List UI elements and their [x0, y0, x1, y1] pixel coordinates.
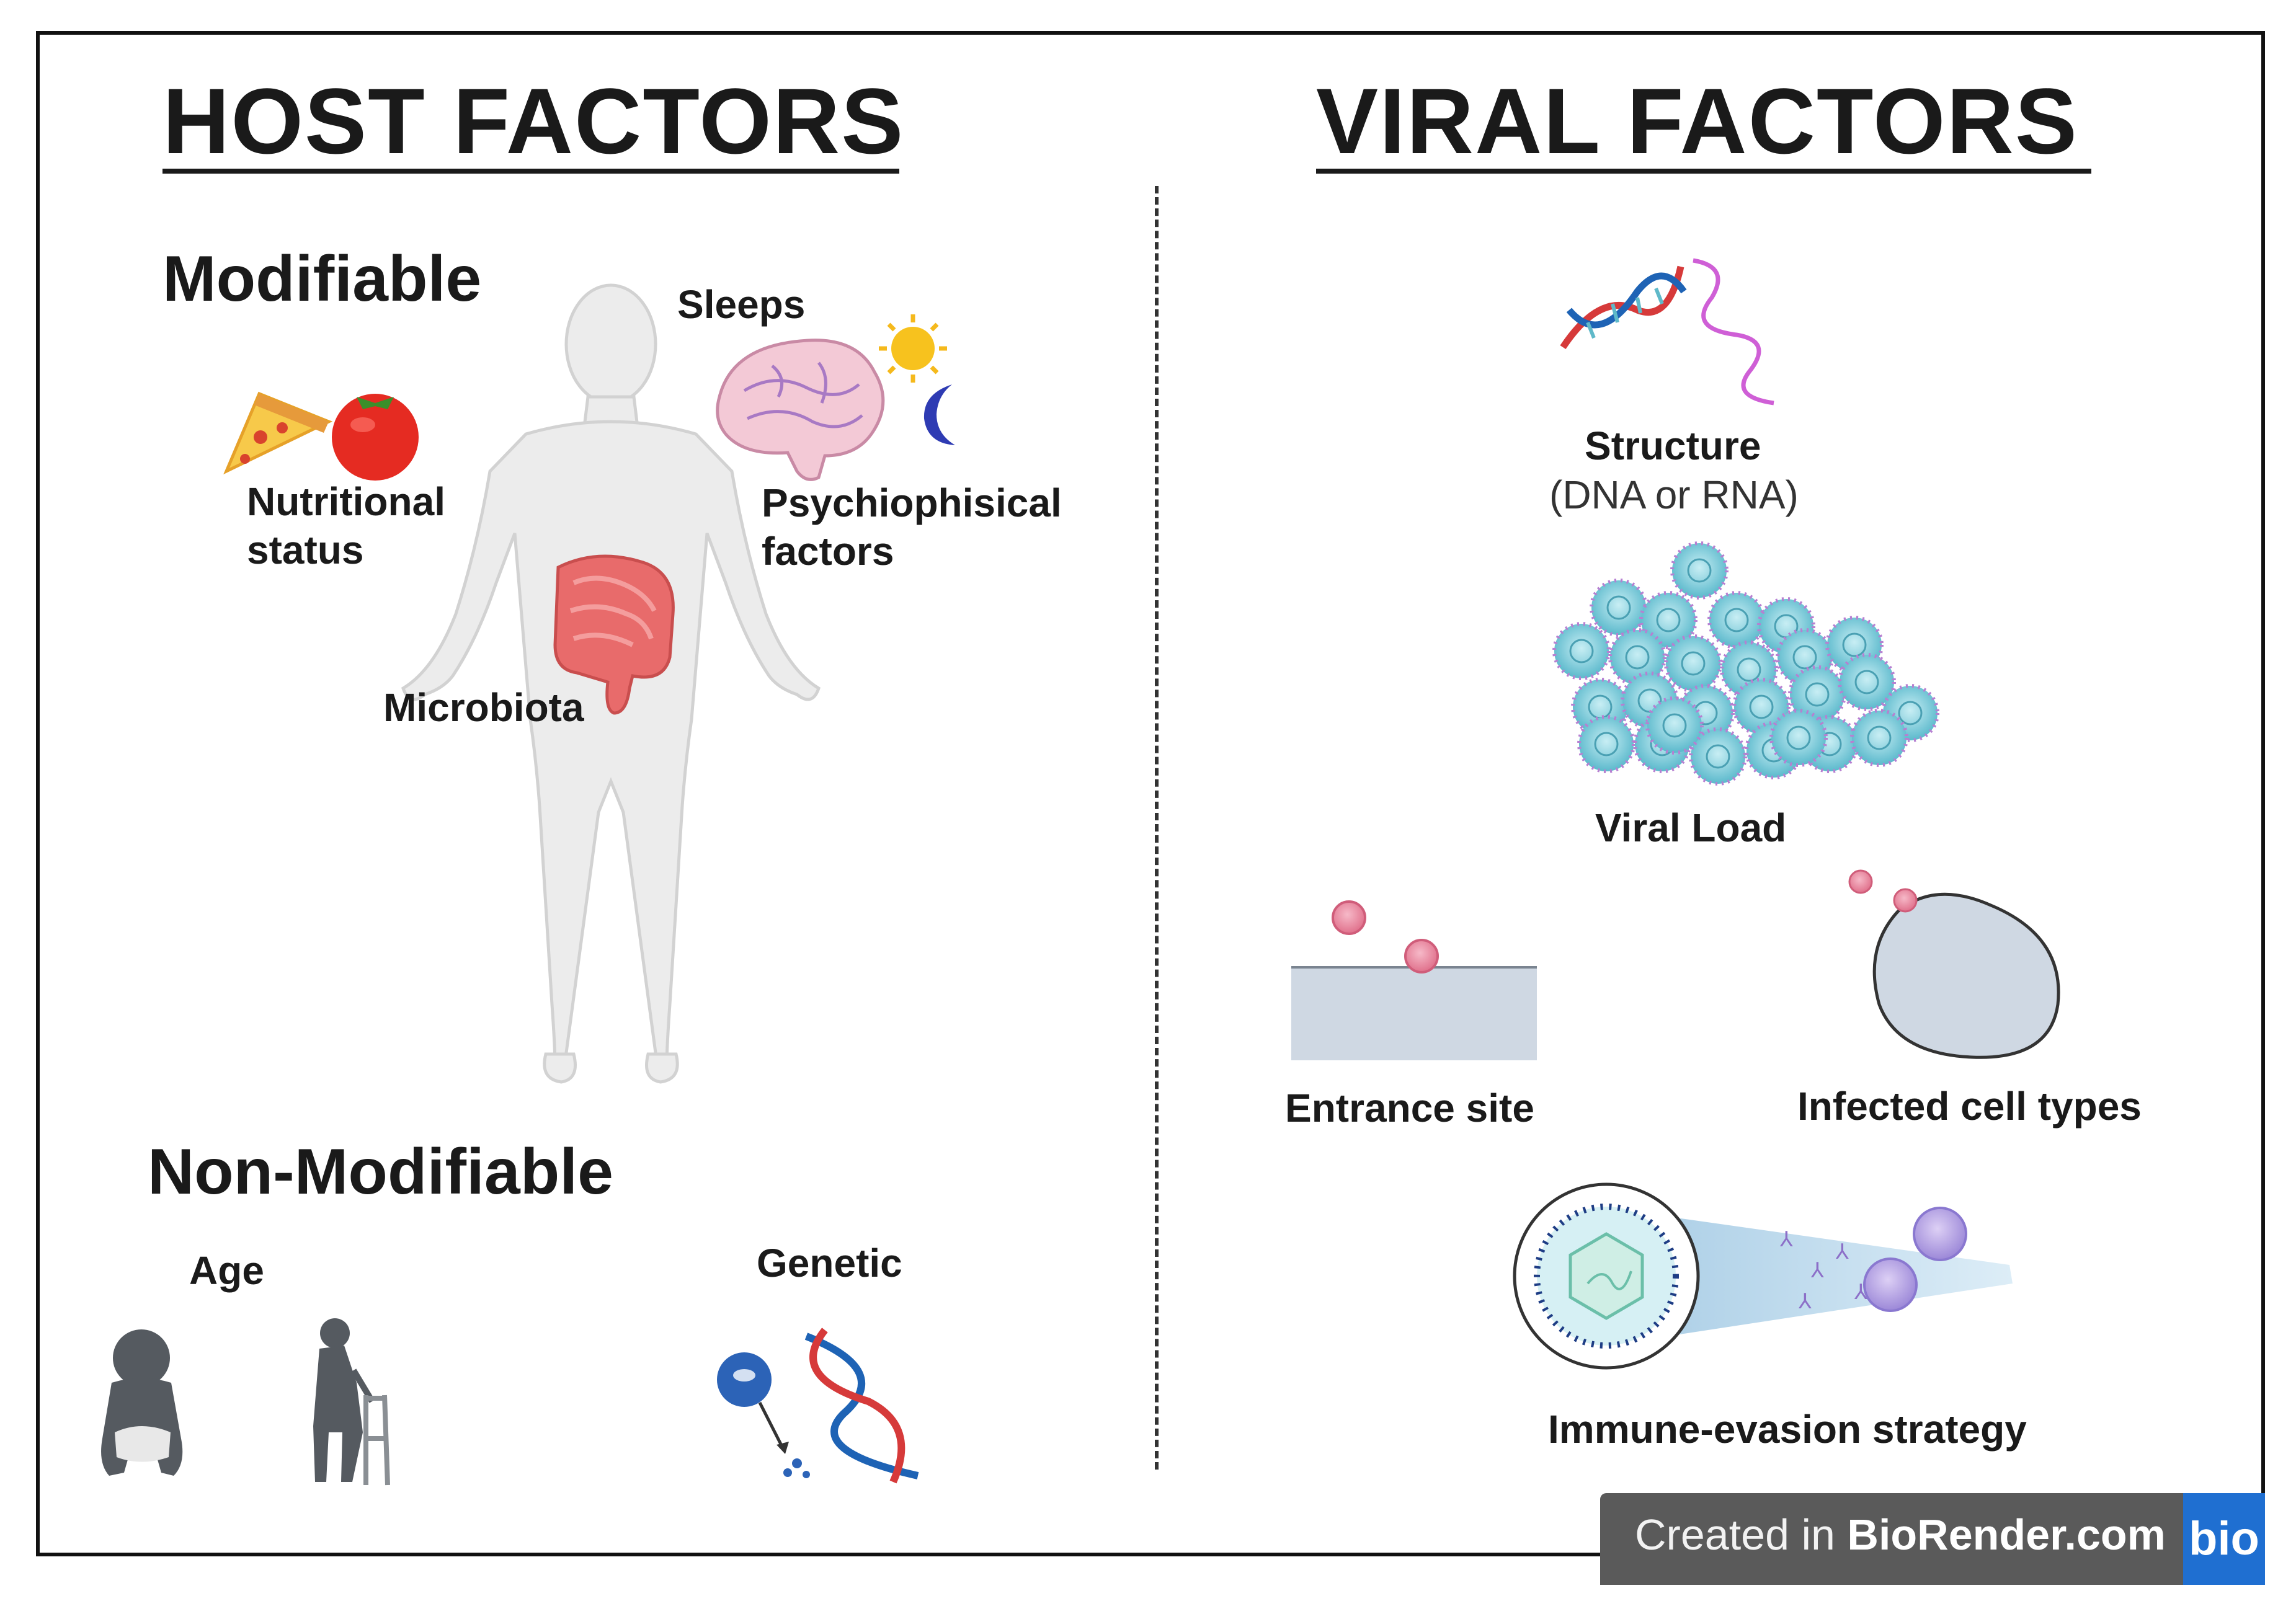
viral-load-label: Viral Load: [1595, 805, 1787, 850]
viral-title-underline: [1316, 169, 2091, 174]
dna-icon: [1560, 265, 1687, 350]
badge-brand: BioRender.com: [1847, 1510, 2166, 1559]
moon-icon: [923, 384, 955, 445]
virus-particle: [1590, 579, 1648, 637]
badge-prefix: Created in: [1635, 1510, 1848, 1559]
virus-capsid: [1625, 645, 1650, 670]
virus-capsid: [1867, 725, 1892, 750]
virus-particle: [1838, 653, 1896, 711]
viral-factors-title: VIRAL FACTORS: [1316, 69, 2078, 173]
microbiota-label: Microbiota: [383, 685, 584, 730]
virus-capsid: [1805, 682, 1830, 707]
virus-capsid: [1854, 670, 1879, 694]
virus-particle: [1664, 634, 1722, 693]
svg-text:⅄: ⅄: [1835, 1240, 1849, 1264]
virus-capsid: [1842, 632, 1867, 657]
virus-particle: [1689, 727, 1747, 786]
svg-text:⅄: ⅄: [1779, 1227, 1793, 1252]
host-title-underline: [162, 169, 899, 174]
svg-text:⅄: ⅄: [1854, 1280, 1867, 1305]
infected-cell-types-label: Infected cell types: [1797, 1084, 2142, 1129]
genetic-label: Genetic: [757, 1241, 902, 1285]
dna-icon: [804, 1328, 919, 1484]
psychophysical-label-line2: factors: [762, 529, 894, 574]
elderly-walker-icon: [313, 1318, 390, 1486]
svg-text:⅄: ⅄: [1798, 1289, 1812, 1314]
virus-capsid: [1737, 657, 1761, 682]
modifiable-heading: Modifiable: [162, 243, 482, 315]
virus-capsid: [1792, 645, 1817, 670]
immune-evasion-label: Immune-evasion strategy: [1548, 1407, 2027, 1452]
virus-particle: [1707, 591, 1766, 649]
psychophysical-label-line1: Psychiophisical: [762, 481, 1062, 525]
virus-capsid: [1656, 608, 1681, 632]
virus-particle: [1639, 591, 1698, 649]
brain-icon: [716, 339, 885, 481]
virus-particle: [1732, 678, 1791, 736]
virus-capsid: [1681, 651, 1706, 676]
virus-capsid: [1662, 713, 1687, 738]
virus-particle: [1645, 696, 1704, 755]
nutritional-status-label-line2: status: [247, 528, 364, 572]
intestine-icon: [553, 554, 675, 715]
biorender-badge-text[interactable]: Created in BioRender.com: [1635, 1513, 2166, 1556]
virus-particle: [1552, 622, 1611, 680]
immune-evasion-icon: ⅄ ⅄ ⅄ ⅄ ⅄: [1513, 1182, 2013, 1370]
virus-capsid: [1706, 744, 1730, 769]
virus-particle: [1608, 628, 1666, 686]
baby-icon: [101, 1329, 183, 1476]
structure-sublabel: (DNA or RNA): [1549, 472, 1799, 517]
virus-capsid: [1606, 595, 1631, 620]
virus-capsid: [1569, 639, 1594, 663]
virus-particle: [1577, 715, 1635, 773]
human-body-icon: [401, 283, 821, 1084]
virus-capsid: [1594, 732, 1619, 756]
virus-particle: [1769, 709, 1828, 767]
section-divider: [1155, 186, 1159, 1470]
age-label: Age: [189, 1248, 264, 1293]
virus-cluster-icon: [1552, 541, 1939, 786]
virus-capsid: [1687, 558, 1712, 583]
rna-icon: [1693, 258, 1774, 406]
nutritional-status-label-line1: Nutritional: [247, 479, 445, 524]
sun-icon: [879, 314, 947, 383]
virus-capsid: [1724, 608, 1749, 632]
tomato-icon: [332, 394, 419, 481]
virus-capsid: [1749, 694, 1774, 719]
pizza-icon: [223, 391, 333, 475]
sleeps-label: Sleeps: [677, 282, 806, 327]
biorender-badge[interactable]: [1600, 1493, 2261, 1585]
entrance-surface-icon: [1291, 900, 1537, 1060]
virus-particle: [1850, 709, 1908, 767]
biorender-logo[interactable]: bio: [2183, 1493, 2265, 1585]
structure-label: Structure: [1585, 424, 1761, 468]
virus-capsid: [1786, 725, 1811, 750]
svg-text:⅄: ⅄: [1810, 1258, 1824, 1283]
infected-cell-icon: [1848, 869, 2060, 1059]
virus-particle: [1670, 541, 1729, 600]
host-factors-title: HOST FACTORS: [162, 69, 905, 173]
entrance-site-label: Entrance site: [1285, 1086, 1534, 1130]
cell-icon: [717, 1352, 810, 1478]
non-modifiable-heading: Non-Modifiable: [148, 1136, 614, 1208]
virus-capsid: [1898, 701, 1923, 725]
